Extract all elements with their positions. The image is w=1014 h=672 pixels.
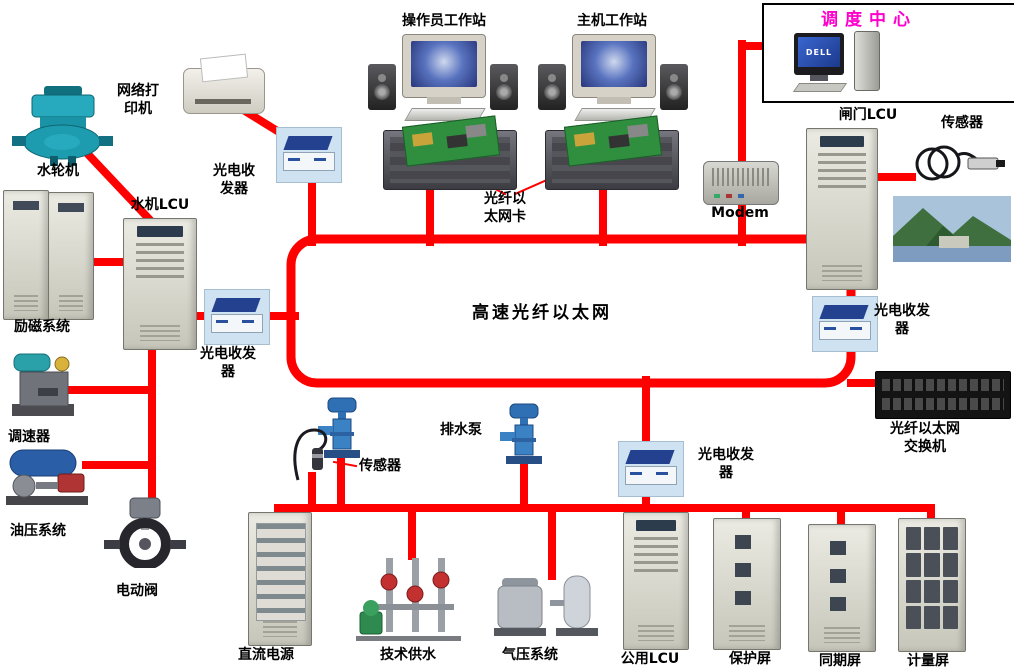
operator-workstation-label: 操作员工作站 [402,13,486,29]
monitor-icon [572,34,656,104]
turbine-label: 水轮机 [37,163,79,179]
protection-panel-label: 保护屏 [729,651,771,667]
dell-logo: DELL [798,37,840,67]
printer-image [183,53,265,114]
host-workstation-image [538,34,688,122]
optical-transceiver-image [276,127,342,183]
fiber-switch-image [875,371,1011,419]
speaker-icon [660,64,688,110]
electric-valve-image [98,496,193,572]
sensor-label: 传感器 [359,458,401,474]
governor-label: 调速器 [8,429,50,445]
air-pressure-image [492,572,604,646]
host-workstation-label: 主机工作站 [577,13,647,29]
dell-tower-icon [854,31,880,91]
oil-pressure-label: 油压系统 [10,523,66,539]
optical-transceiver-label: 光电收发器 [200,346,256,381]
speaker-icon [490,64,518,110]
keyboard-icon [792,83,848,92]
sensor-image [288,420,338,488]
modem-image [703,161,779,205]
electric-valve-label: 电动阀 [116,583,158,599]
dam-photo [893,196,1011,266]
tech-water-label: 技术供水 [380,647,436,663]
metering-panel-cabinet [898,518,966,652]
oil-pressure-image [2,438,92,514]
dell-monitor-icon: DELL [794,33,844,81]
excitation-cabinet [3,190,49,320]
fiber-card-server-image [545,115,679,190]
sensor-label: 传感器 [941,115,983,131]
protection-panel-cabinet [713,518,781,650]
optical-transceiver-label: 光电收发器 [874,303,930,338]
drain-pump-image [500,402,548,472]
optical-transceiver-image [618,441,684,497]
optical-transceiver-label: 光电收发器 [213,163,255,198]
sensor-image [906,136,1006,196]
fiber-card-server-image [383,115,517,190]
dispatch-center-title: 调度中心 [821,10,917,30]
common-lcu-cabinet [623,512,689,650]
optical-transceiver-image [204,289,270,345]
turbine-lcu-cabinet [123,218,197,350]
excitation-cabinet [48,192,94,320]
monitor-icon [402,34,486,104]
dc-power-cabinet [248,512,312,646]
dispatch-center-box: 调度中心 DELL [762,3,1014,103]
governor-image [8,344,78,426]
sync-panel-cabinet [808,524,876,652]
air-pressure-label: 气压系统 [502,647,558,663]
gate-lcu-cabinet [806,128,878,290]
metering-panel-label: 计量屏 [907,653,949,669]
excitation-label: 励磁系统 [14,319,70,335]
optical-transceiver-label: 光电收发器 [698,447,754,482]
optical-transceiver-image [812,296,878,352]
dispatch-computer-image: DELL [792,31,904,95]
speaker-icon [368,64,396,110]
turbine-image [10,84,115,170]
drain-pump-image [318,396,366,466]
turbine-lcu-label: 水机LCU [130,197,190,213]
common-lcu-label: 公用LCU [620,651,680,667]
sync-panel-label: 同期屏 [819,653,861,669]
speaker-icon [538,64,566,110]
fiber-switch-label: 光纤以太网交换机 [890,421,960,456]
bus-label: 高速光纤以太网 [472,303,612,323]
tech-water-image [356,552,461,646]
dc-power-label: 直流电源 [238,647,294,663]
gate-lcu-label: 闸门LCU [838,107,898,123]
operator-workstation-image [368,34,518,122]
printer-label: 网络打印机 [117,83,159,118]
fiber-card-label: 光纤以太网卡 [484,191,526,226]
drain-pump-label: 排水泵 [440,422,482,438]
modem-label: Modem [711,205,769,221]
